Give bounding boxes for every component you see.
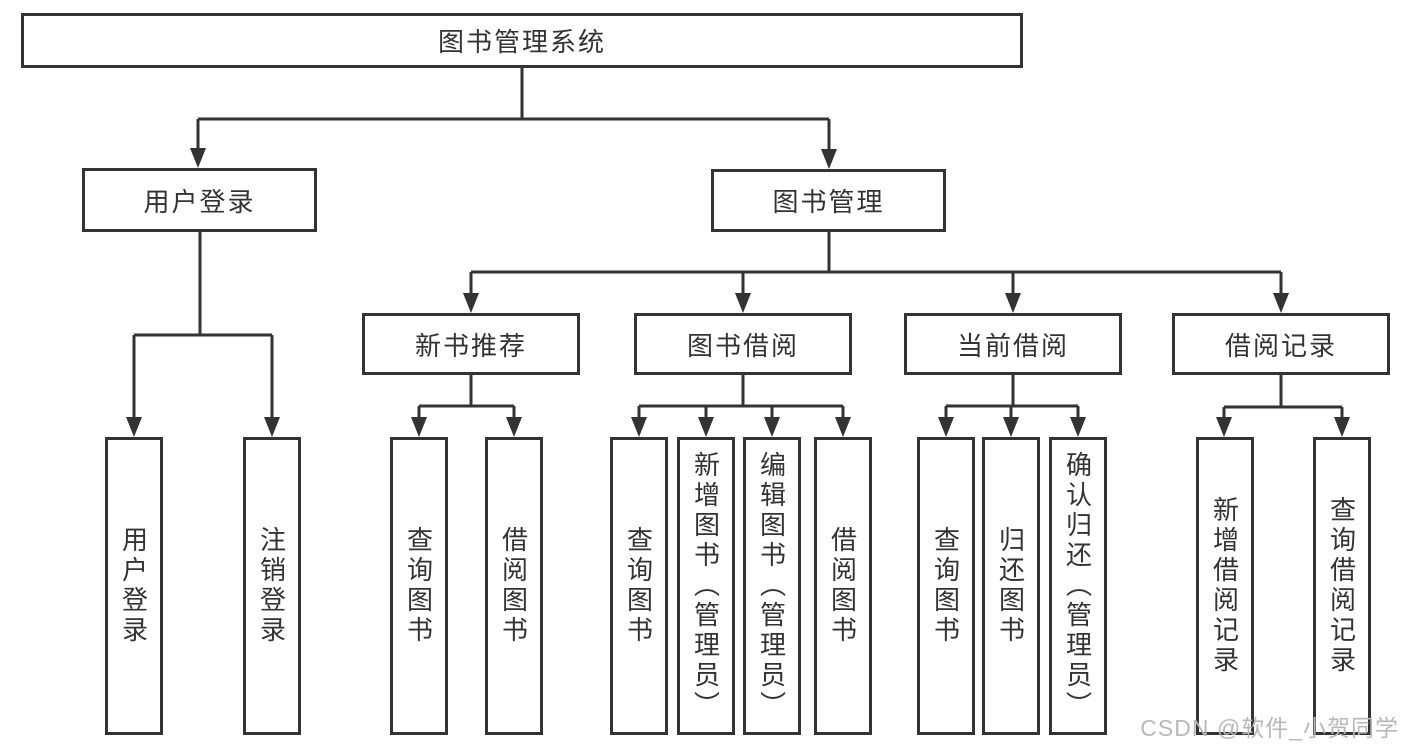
- node-confirm-return-admin-label: 确认归还（管理员）: [1062, 451, 1093, 721]
- node-query-books-current: 查询图书: [917, 437, 975, 735]
- node-root-label: 图书管理系统: [437, 27, 606, 57]
- node-add-books-admin-label: 新增图书（管理员）: [690, 451, 721, 721]
- node-current-borrowing: 当前借阅: [904, 313, 1122, 375]
- node-add-books-admin: 新增图书（管理员）: [677, 437, 735, 735]
- node-logout-action: 注销登录: [243, 437, 301, 735]
- node-user-login-action: 用户登录: [105, 437, 163, 735]
- node-user-login: 用户登录: [82, 168, 317, 232]
- node-edit-books-admin-label: 编辑图书（管理员）: [756, 451, 787, 721]
- node-confirm-return-admin: 确认归还（管理员）: [1049, 437, 1107, 735]
- node-add-borrow-record: 新增借阅记录: [1196, 437, 1254, 735]
- node-user-login-action-label: 用户登录: [118, 526, 149, 646]
- connector-root-to-level2: [190, 68, 837, 169]
- node-query-books-current-label: 查询图书: [930, 526, 961, 646]
- node-borrow-books-recommend: 借阅图书: [485, 437, 543, 735]
- node-query-books-recommend: 查询图书: [390, 437, 448, 735]
- node-add-borrow-record-label: 新增借阅记录: [1209, 496, 1240, 676]
- connector-user-login-to-children: [126, 232, 280, 437]
- node-new-book-recommend: 新书推荐: [362, 313, 580, 375]
- node-borrow-books-borrowing-label: 借阅图书: [827, 526, 858, 646]
- node-borrowing-records-label: 借阅记录: [1224, 330, 1337, 361]
- node-book-management-label: 图书管理: [772, 187, 885, 217]
- connector-book-management-to-level3: [463, 232, 1289, 313]
- node-query-borrow-record-label: 查询借阅记录: [1326, 496, 1357, 676]
- node-book-borrowing-label: 图书借阅: [686, 330, 799, 361]
- node-query-borrow-record: 查询借阅记录: [1313, 437, 1371, 735]
- node-return-books-label: 归还图书: [995, 526, 1026, 646]
- node-query-books-borrowing-label: 查询图书: [623, 526, 654, 646]
- csdn-watermark: CSDN @软件_小贺同学: [1140, 715, 1399, 741]
- node-root: 图书管理系统: [21, 13, 1023, 68]
- connector-new-book-recommend-to-children: [411, 375, 522, 437]
- node-current-borrowing-label: 当前借阅: [956, 330, 1069, 361]
- node-borrow-books-recommend-label: 借阅图书: [498, 526, 529, 646]
- node-book-borrowing: 图书借阅: [634, 313, 852, 375]
- connector-current-borrowing-to-children: [938, 375, 1086, 437]
- node-logout-action-label: 注销登录: [256, 526, 287, 646]
- node-query-books-recommend-label: 查询图书: [403, 526, 434, 646]
- connector-book-borrowing-to-children: [631, 375, 851, 437]
- node-borrow-books-borrowing: 借阅图书: [814, 437, 872, 735]
- node-new-book-recommend-label: 新书推荐: [414, 330, 527, 361]
- node-user-login-label: 用户登录: [143, 186, 256, 217]
- node-borrowing-records: 借阅记录: [1172, 313, 1390, 375]
- node-query-books-borrowing: 查询图书: [610, 437, 668, 735]
- connector-borrowing-records-to-children: [1216, 375, 1350, 437]
- node-book-management: 图书管理: [711, 169, 946, 232]
- node-return-books: 归还图书: [982, 437, 1040, 735]
- node-edit-books-admin: 编辑图书（管理员）: [743, 437, 801, 735]
